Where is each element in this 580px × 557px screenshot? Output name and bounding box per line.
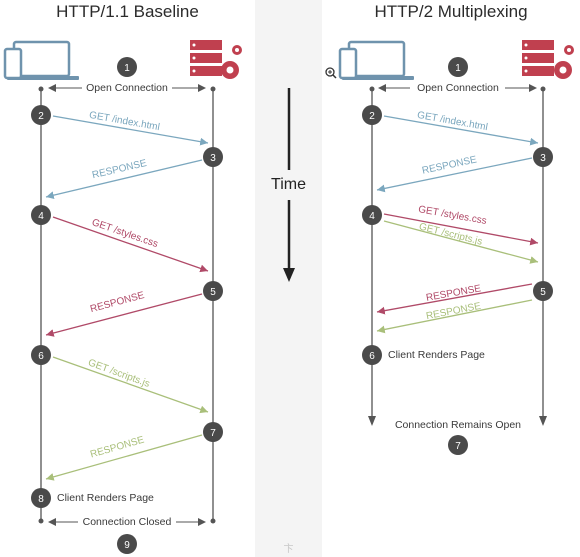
svg-text:5: 5 <box>540 287 546 298</box>
request-index-arrow <box>383 115 539 146</box>
request-index-label: GET /index.html <box>88 110 160 133</box>
http2-sequence-diagram: Open Connection GET /index.html RESPONSE… <box>325 40 574 455</box>
watermark: 卞 <box>283 544 294 555</box>
response-1-arrow <box>45 159 203 199</box>
response-styles-arrow <box>376 283 533 315</box>
step-circle: 9 <box>117 534 137 554</box>
server-gear-icon <box>522 40 574 79</box>
step-circle: 3 <box>533 147 553 167</box>
time-label: Time <box>271 176 306 193</box>
step-circle: 5 <box>533 281 553 301</box>
request-scripts-label: GET /scripts.js <box>87 357 152 390</box>
http2-panel: HTTP/2 Multiplexing <box>322 0 580 557</box>
svg-text:8: 8 <box>38 494 44 505</box>
step-circle: 3 <box>203 147 223 167</box>
step-circle: 7 <box>203 422 223 442</box>
time-axis <box>283 88 295 282</box>
request-index-label: GET /index.html <box>416 110 488 133</box>
http1-title: HTTP/1.1 Baseline <box>56 2 199 21</box>
http1-sequence-diagram: Open Connection Connection Closed GET /i… <box>3 40 242 554</box>
step-circle: 1 <box>448 57 468 77</box>
connection-open-label: Connection Remains Open <box>395 419 521 431</box>
request-index-arrow <box>52 115 209 146</box>
client-renders-label: Client Renders Page <box>388 349 485 361</box>
svg-text:2: 2 <box>369 111 375 122</box>
svg-text:9: 9 <box>124 540 130 551</box>
laptop-phone-icon <box>338 40 414 80</box>
http2-title: HTTP/2 Multiplexing <box>374 2 528 21</box>
svg-text:6: 6 <box>38 351 44 362</box>
open-connection-label: Open Connection <box>417 82 499 94</box>
time-column: Time 卞 <box>255 0 322 557</box>
zoom-cursor-icon <box>325 67 337 79</box>
step-circle: 5 <box>203 281 223 301</box>
client-renders-label: Client Renders Page <box>57 492 154 504</box>
response-scripts-label: RESPONSE <box>425 301 482 322</box>
time-arrow-head-icon <box>283 268 295 282</box>
svg-text:7: 7 <box>455 441 461 452</box>
step-circle: 4 <box>31 205 51 225</box>
http1-panel: HTTP/1.1 Baseline <box>0 0 255 557</box>
response-scripts-arrow <box>376 299 533 334</box>
svg-text:4: 4 <box>369 211 375 222</box>
request-scripts-label: GET /scripts.js <box>418 221 484 247</box>
svg-text:4: 4 <box>38 211 44 222</box>
response-1-label: RESPONSE <box>91 158 148 181</box>
response-styles-label: RESPONSE <box>425 283 482 304</box>
svg-text:7: 7 <box>210 428 216 439</box>
response-1-arrow <box>376 157 533 193</box>
request-styles-arrow <box>383 213 539 246</box>
open-connection-label: Open Connection <box>86 82 168 94</box>
response-1-label: RESPONSE <box>421 154 478 176</box>
step-circle: 2 <box>31 105 51 125</box>
step-circle: 6 <box>31 345 51 365</box>
step-circle: 8 <box>31 488 51 508</box>
svg-text:6: 6 <box>369 351 375 362</box>
svg-text:2: 2 <box>38 111 44 122</box>
svg-text:1: 1 <box>455 63 461 74</box>
request-scripts-arrow <box>383 220 539 264</box>
svg-text:3: 3 <box>540 153 546 164</box>
svg-text:5: 5 <box>210 287 216 298</box>
laptop-phone-icon <box>3 40 79 80</box>
request-scripts-arrow <box>52 356 209 414</box>
step-circle: 1 <box>117 57 137 77</box>
step-circle: 4 <box>362 205 382 225</box>
response-3-arrow <box>45 434 203 481</box>
svg-text:1: 1 <box>124 63 130 74</box>
response-2-arrow <box>45 293 203 337</box>
request-styles-arrow <box>52 216 209 273</box>
response-3-label: RESPONSE <box>89 435 146 461</box>
server-gear-icon <box>190 40 242 79</box>
step-circle: 2 <box>362 105 382 125</box>
svg-text:3: 3 <box>210 153 216 164</box>
step-circle: 7 <box>448 435 468 455</box>
step-circle: 6 <box>362 345 382 365</box>
connection-closed-label: Connection Closed <box>83 516 172 528</box>
